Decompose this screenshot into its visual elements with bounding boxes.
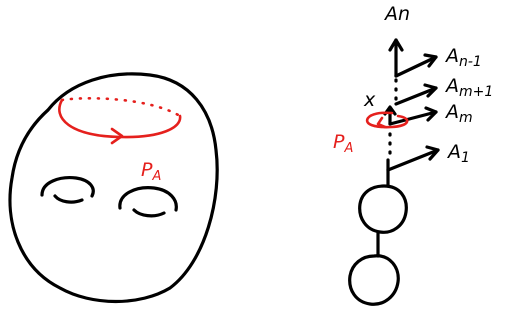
graph-figure: An An-1 Am+1 Am x PA [333,3,493,306]
label-am+1-main: A [444,75,459,97]
branch-am-arrowhead [424,106,438,122]
branch-am+1 [394,86,438,106]
branch-am+1-arrowhead [423,83,438,98]
loop-pa-right-label-sub: A [343,141,353,156]
surface-outline [8,72,219,303]
surface-figure: PA [8,72,219,303]
label-an-1-main: A [444,45,459,67]
branch-a1-arrowhead [425,145,440,161]
branch-a1 [386,148,440,172]
loop-pa-arrowhead [110,127,124,145]
label-a1-main: A [446,141,461,163]
label-an-1: An-1 [444,45,482,70]
label-am+1: Am+1 [444,75,493,100]
label-am-sub: m [459,110,473,126]
loop-pa-right-arrowhead [376,116,387,129]
handle-right-lower [132,208,166,218]
loop-pa-label: PA [141,159,161,184]
handle-right [118,186,178,212]
loop-pa-label-main: P [141,159,153,181]
branch-an-1-arrowhead [423,53,438,68]
loop-pa-right-label: PA [333,131,353,156]
loop-pa-back [60,96,182,118]
label-am-main: A [444,101,459,123]
label-am+1-sub: m+1 [459,84,493,100]
loop-pa-right-label-main: P [333,131,345,153]
label-an: An [383,3,410,25]
loop-pa-label-sub: A [151,169,161,184]
circle-lower [348,254,400,306]
label-am: Am [444,101,473,126]
spine-top-arrowhead [388,38,404,52]
label-a1: A1 [446,141,470,166]
branch-an-1 [394,55,438,78]
circle-upper [358,184,408,234]
branch-am [388,110,438,126]
label-x: x [363,89,376,111]
label-an-1-sub: n-1 [459,54,482,70]
loop-pa-front [58,98,182,139]
loop-pa-right [365,111,409,129]
label-a1-sub: 1 [461,150,470,166]
handle-left-lower [53,194,84,204]
handle-left [40,176,95,198]
